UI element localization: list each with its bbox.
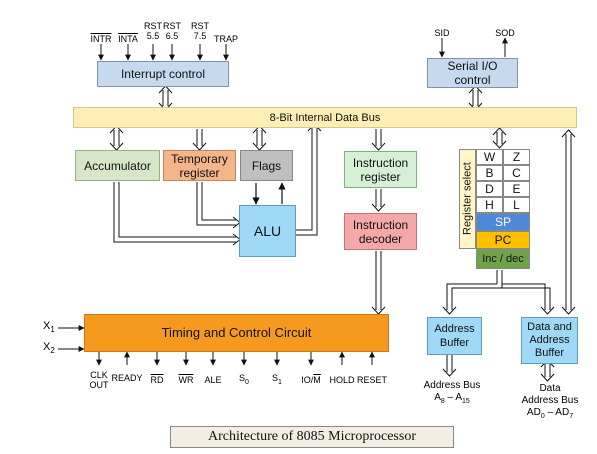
register-h: H <box>476 197 503 213</box>
register-c: C <box>503 165 530 181</box>
signal-intr: INTR <box>90 34 112 44</box>
bus-connectors <box>109 85 576 382</box>
register-e: E <box>503 181 530 197</box>
signal-reset: RESET <box>356 375 387 385</box>
clock-input-x1: X1 <box>43 320 55 335</box>
signal-ale: ALE <box>204 375 222 385</box>
clock-input-x2: X2 <box>43 341 55 356</box>
signal-sid: SID <box>434 28 450 38</box>
interrupt-control-block: Interrupt control <box>97 61 229 87</box>
signal-io-m: IO/M <box>301 375 321 385</box>
flag-alu-arrows <box>252 182 286 205</box>
address-bus-label: Address Bus A8 – A15 <box>423 380 481 405</box>
timing-control-block: Timing and Control Circuit <box>84 314 389 352</box>
register-b: B <box>476 165 503 181</box>
signal-wr: WR <box>178 375 194 385</box>
internal-data-bus: 8-Bit Internal Data Bus <box>73 107 577 128</box>
register-l: L <box>503 197 530 213</box>
clock-input-arrows <box>58 325 85 352</box>
signal-ready: READY <box>111 373 143 383</box>
signal-rd: RD <box>150 375 164 385</box>
register-z: Z <box>503 149 530 165</box>
signal-inta: INTA <box>118 34 138 44</box>
flags-block: Flags <box>240 150 293 181</box>
signal-s1: S1 <box>272 373 282 386</box>
signal-hold: HOLD <box>329 375 355 385</box>
diagram-title: Architecture of 8085 Microprocessor <box>170 426 454 448</box>
register-w: W <box>476 149 503 165</box>
register-sp: SP <box>476 213 530 231</box>
alu-block: ALU <box>239 205 296 257</box>
signal-sod: SOD <box>495 28 515 38</box>
interrupt-input-arrows <box>98 37 508 61</box>
control-signal-arrows <box>96 351 375 366</box>
signal-trap: TRAP <box>213 34 238 44</box>
register-pc: PC <box>476 231 530 249</box>
incrementer-decrementer: Inc / dec <box>476 249 530 269</box>
register-d: D <box>476 181 503 197</box>
data-address-bus-label: Data Address Bus AD0 – AD7 <box>521 383 579 420</box>
signal-s0: S0 <box>239 373 249 386</box>
accumulator-block: Accumulator <box>75 150 160 181</box>
register-select-label: Register select <box>459 149 476 249</box>
